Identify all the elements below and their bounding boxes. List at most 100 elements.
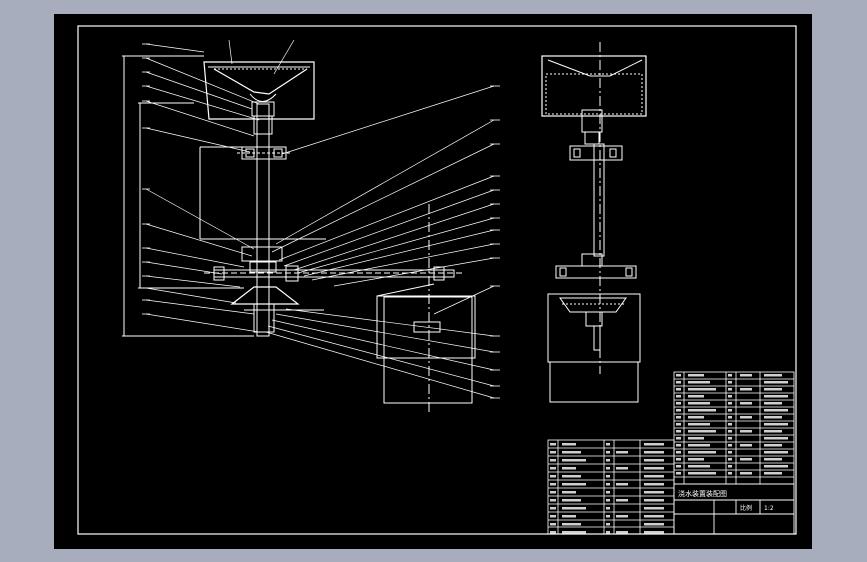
table-text-mark	[606, 467, 610, 470]
side-view	[541, 42, 647, 403]
table-text-mark	[562, 491, 576, 494]
table-text-mark	[550, 499, 556, 502]
table-text-mark	[550, 443, 556, 446]
table-text-mark	[550, 523, 556, 526]
table-text-mark	[644, 507, 664, 510]
table-text-mark	[688, 388, 716, 391]
table-text-mark	[688, 430, 716, 433]
table-text-mark	[644, 475, 664, 478]
table-text-mark	[764, 416, 782, 419]
table-text-mark	[676, 388, 681, 391]
table-text-mark	[616, 531, 628, 534]
table-text-mark	[728, 409, 732, 412]
table-text-mark	[728, 388, 732, 391]
side-upper-collar	[569, 145, 623, 161]
table-text-mark	[644, 467, 664, 470]
table-text-mark	[764, 395, 788, 398]
table-text-mark	[550, 467, 556, 470]
table-text-mark	[550, 483, 556, 486]
table-text-mark	[616, 483, 628, 486]
table-text-mark	[562, 475, 581, 478]
table-text-mark	[764, 437, 788, 440]
table-text-mark	[688, 451, 716, 454]
table-text-mark	[676, 416, 681, 419]
table-text-mark	[728, 402, 732, 405]
table-text-mark	[688, 374, 704, 377]
table-text-mark	[688, 458, 704, 461]
table-text-mark	[688, 423, 710, 426]
table-text-mark	[606, 499, 610, 502]
table-text-mark	[764, 402, 782, 405]
table-text-mark	[676, 409, 681, 412]
table-text-mark	[728, 374, 732, 377]
side-lower-collar	[555, 265, 637, 279]
table-text-mark	[616, 515, 628, 518]
leader-number-ticks	[142, 43, 500, 399]
table-text-mark	[728, 458, 732, 461]
side-hopper	[541, 55, 647, 117]
table-text-mark	[676, 402, 681, 405]
table-text-mark	[676, 423, 681, 426]
table-text-mark	[740, 402, 752, 405]
table-text-mark	[676, 395, 681, 398]
scale-value: 1:2	[764, 505, 774, 512]
table-text-mark	[764, 374, 782, 377]
table-text-mark	[764, 409, 788, 412]
table-text-mark	[550, 531, 556, 534]
table-text-mark	[688, 465, 710, 468]
table-text-mark	[676, 430, 681, 433]
table-text-mark	[550, 491, 556, 494]
table-text-mark	[688, 381, 710, 384]
table-text-mark	[644, 459, 664, 462]
table-text-mark	[606, 491, 610, 494]
table-text-mark	[740, 458, 752, 461]
table-text-mark	[644, 499, 664, 502]
table-text-mark	[764, 423, 788, 426]
table-text-mark	[676, 444, 681, 447]
table-text-mark	[688, 472, 716, 475]
table-text-mark	[728, 465, 732, 468]
table-text-mark	[562, 451, 581, 454]
front-leader-lines-right	[228, 39, 495, 399]
table-text-mark	[728, 416, 732, 419]
table-text-mark	[688, 444, 710, 447]
table-text-mark	[562, 515, 576, 518]
table-text-mark	[606, 459, 610, 462]
table-text-mark	[562, 523, 581, 526]
parts-list-lower	[547, 439, 675, 535]
table-text-mark	[740, 444, 752, 447]
table-text-mark	[728, 395, 732, 398]
table-text-mark	[676, 451, 681, 454]
side-motor	[549, 361, 639, 403]
table-text-mark	[676, 381, 681, 384]
table-text-mark	[606, 531, 610, 534]
title-block-frame	[673, 483, 795, 535]
table-text-mark	[764, 451, 788, 454]
table-text-mark	[764, 430, 782, 433]
table-text-mark	[644, 483, 664, 486]
table-text-mark	[728, 437, 732, 440]
front-middle-collar	[241, 246, 283, 262]
table-text-mark	[562, 531, 586, 534]
table-text-mark	[644, 451, 664, 454]
table-text-mark	[764, 444, 782, 447]
table-text-mark	[688, 402, 710, 405]
table-text-mark	[562, 483, 586, 486]
table-text-mark	[644, 443, 664, 446]
table-text-mark	[688, 409, 716, 412]
table-text-mark	[644, 523, 664, 526]
parts-list-entries	[550, 374, 788, 534]
assembly-drawing: 浇水装置装配图 比例 1:2	[77, 25, 797, 535]
table-text-mark	[550, 451, 556, 454]
front-motor-housing	[383, 296, 473, 404]
table-text-mark	[676, 374, 681, 377]
table-text-mark	[740, 430, 752, 433]
table-text-mark	[550, 507, 556, 510]
front-leader-lines-left	[145, 43, 260, 333]
table-text-mark	[550, 475, 556, 478]
table-text-mark	[644, 491, 664, 494]
table-text-mark	[644, 515, 664, 518]
front-column	[256, 103, 270, 337]
table-text-mark	[550, 515, 556, 518]
